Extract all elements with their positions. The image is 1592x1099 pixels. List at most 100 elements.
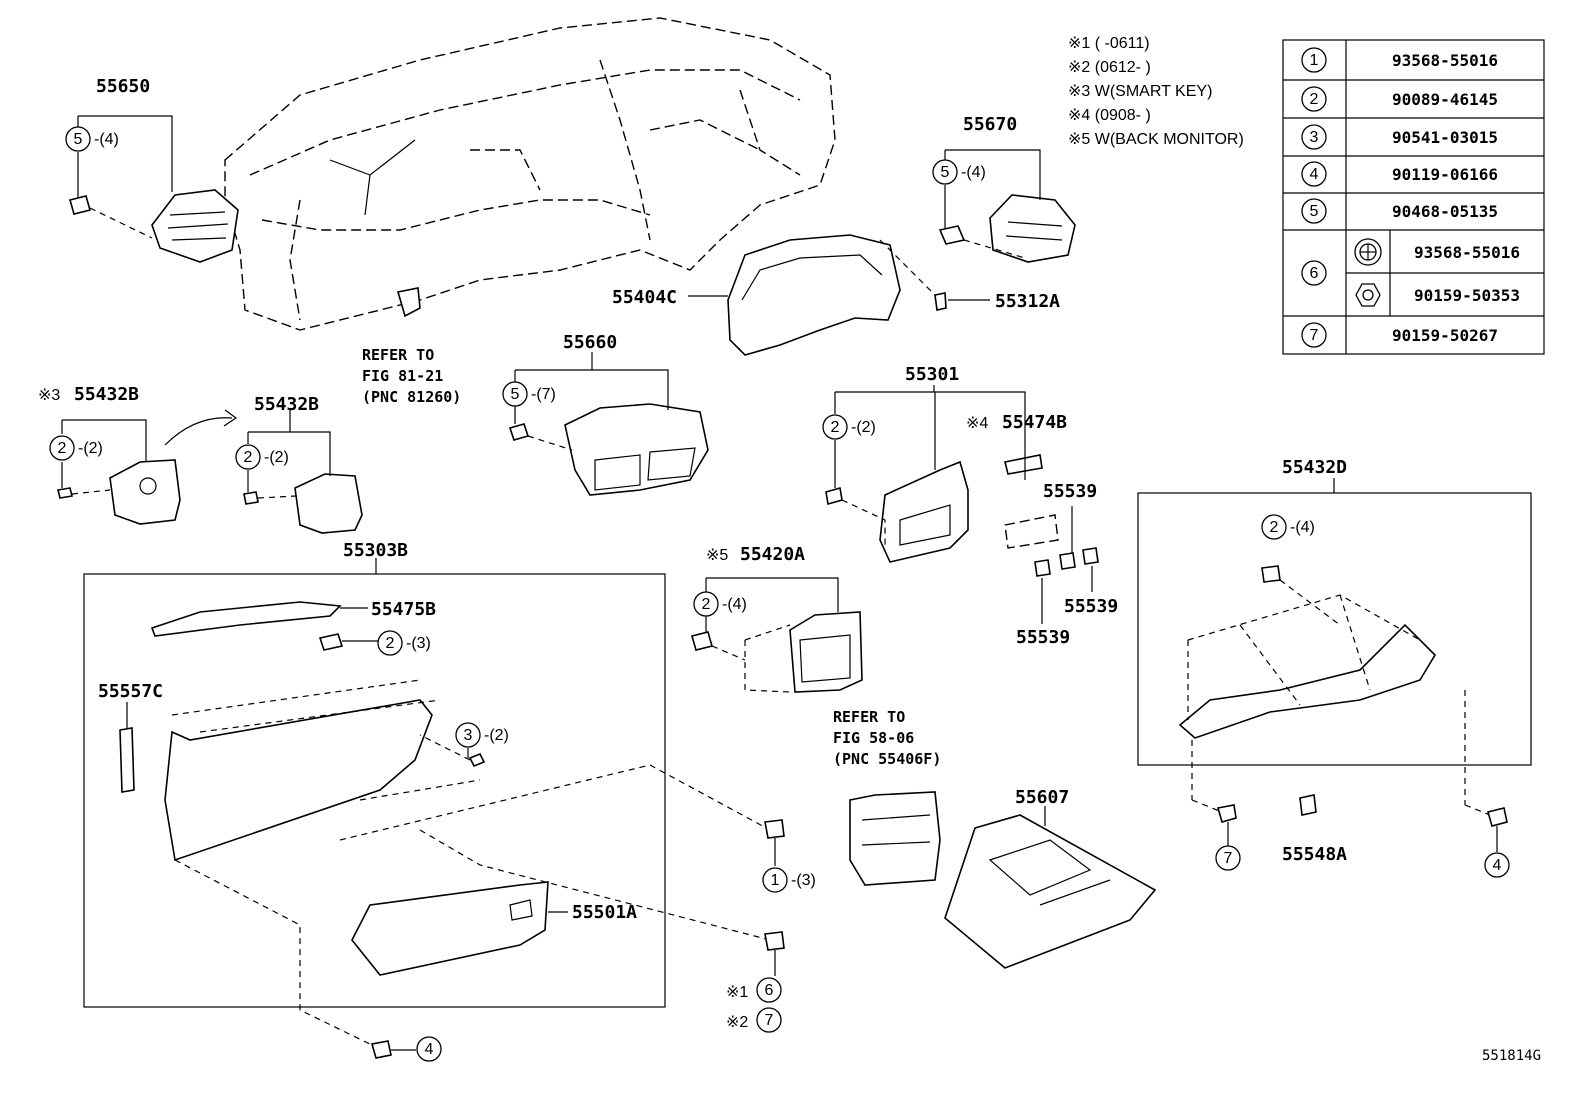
mark-1: ※1 [726,984,748,1001]
callout-quantity: -(4) [94,131,119,148]
bolt-number: 7 [1224,850,1233,867]
table-ref-circle [1301,322,1327,348]
undercover-55432D [1178,623,1437,739]
table-ref-circle [1301,260,1327,286]
clip-55539-a [1034,559,1051,577]
callout-circle [65,126,91,152]
label-55312A: 55312A [995,291,1060,312]
notes-legend: ※1 ( -0611) ※2 (0612- ) ※3 W(SMART KEY) … [1068,35,1244,148]
table-part-number: 90159-50353 [1414,286,1520,305]
door-55501A [351,881,549,976]
callout-circle [822,414,848,440]
clip-55548A [1299,794,1317,816]
callout: 5-(7) [502,381,556,407]
switch-cover-55432B-smart [109,459,181,525]
garnish-55475B [150,601,342,637]
switch-cover-55432B [294,473,363,534]
clip-refer-81260 [396,287,421,318]
callout: 5 -(4) [65,126,119,152]
mark-2: ※2 [726,1014,748,1031]
bolt-ref: 4 [416,1036,442,1062]
callout-circle [932,159,958,185]
callout-quantity: -(2) [78,440,103,457]
panel-55301 [879,460,969,563]
label-55660: 55660 [563,332,617,353]
bolt-number: 4 [425,1041,434,1058]
svg-text:※1 ( -0611): ※1 ( -0611) [1068,35,1150,52]
mark-5: ※5 [706,547,728,564]
svg-text:REFER TO: REFER TO [833,708,905,726]
hex-nut-icon [1355,283,1381,307]
callout-quantity: -(2) [264,449,289,466]
callout-circle [762,867,788,893]
table-part-number: 90159-50267 [1392,326,1498,345]
callout-number: 3 [464,727,473,744]
callout-circle [235,444,261,470]
svg-text:(PNC 81260): (PNC 81260) [362,388,461,406]
callout-quantity: -(3) [791,872,816,889]
clip-55539-b [1059,552,1076,570]
callout-number: 5 [74,131,83,148]
label-55432B-smart: 55432B [74,384,139,405]
bolt-ref: 7 [1215,845,1241,871]
table-ref-circle [1301,86,1327,112]
callout-number: 2 [831,419,840,436]
table-ref-circle [1301,198,1327,224]
label-55301: 55301 [905,364,959,385]
ornament-55474B [1004,454,1043,475]
label-55650: 55650 [96,76,150,97]
table-ref-circle [1301,124,1327,150]
table-part-number: 90468-05135 [1392,202,1498,221]
callout-number: 2 [58,440,67,457]
audio-unit-55406F [849,791,941,886]
bolt-circle [1484,852,1510,878]
label-55475B: 55475B [371,599,436,620]
callout: 2 -(2) [822,414,876,440]
callout-circle [377,630,403,656]
callout-quantity: -(3) [406,635,431,652]
damper-55557C [119,727,135,793]
callout-circle [1261,514,1287,540]
svg-text:FIG 81-21: FIG 81-21 [362,367,443,385]
callout-circle [49,435,75,461]
callout-number: 5 [511,386,520,403]
callout-quantity: -(4) [1290,519,1315,536]
refer-fig-81-21: REFER TO FIG 81-21 (PNC 81260) [362,346,461,406]
callout: 5-(4) [932,159,986,185]
table-part-number: 90541-03015 [1392,128,1498,147]
bolt-circle [756,977,782,1003]
callout-quantity: -(4) [722,596,747,613]
bolt-number: 7 [765,1012,774,1029]
bolt-ref: 6 [756,977,782,1003]
callout-quantity: -(2) [851,419,876,436]
table-ref: 2 [1310,91,1319,108]
callout: 1-(3) [762,867,816,893]
callout: 3-(2) [455,722,509,748]
box-55303B [83,573,666,1008]
table-ref: 7 [1310,327,1319,344]
bolt-circle [756,1007,782,1033]
meter-hood-55404C [727,234,901,356]
callout: 2 -(2) [49,435,103,461]
compartment-55303B [164,699,433,862]
table-ref-circle [1301,161,1327,187]
bolt-ref: 4 [1484,852,1510,878]
svg-text:※2 (0612- ): ※2 (0612- ) [1068,59,1151,76]
label-55501A: 55501A [572,902,637,923]
parts-table [1282,39,1545,355]
svg-text:(PNC 55406F): (PNC 55406F) [833,750,941,768]
callout: 2-(4) [693,591,747,617]
callout-quantity: -(4) [961,164,986,181]
mark-4: ※4 [966,415,988,432]
label-55420A: 55420A [740,544,805,565]
label-55432D: 55432D [1282,457,1347,478]
bolt-circle [416,1036,442,1062]
table-ref: 3 [1310,129,1319,146]
table-part-number: 90089-46145 [1392,90,1498,109]
label-55539-b: 55539 [1064,596,1118,617]
callout-number: 2 [386,635,395,652]
bolt-circle [1215,845,1241,871]
callout: 2 -(3) [377,630,431,656]
callout-circle [502,381,528,407]
svg-text:※4 (0908- ): ※4 (0908- ) [1068,107,1151,124]
